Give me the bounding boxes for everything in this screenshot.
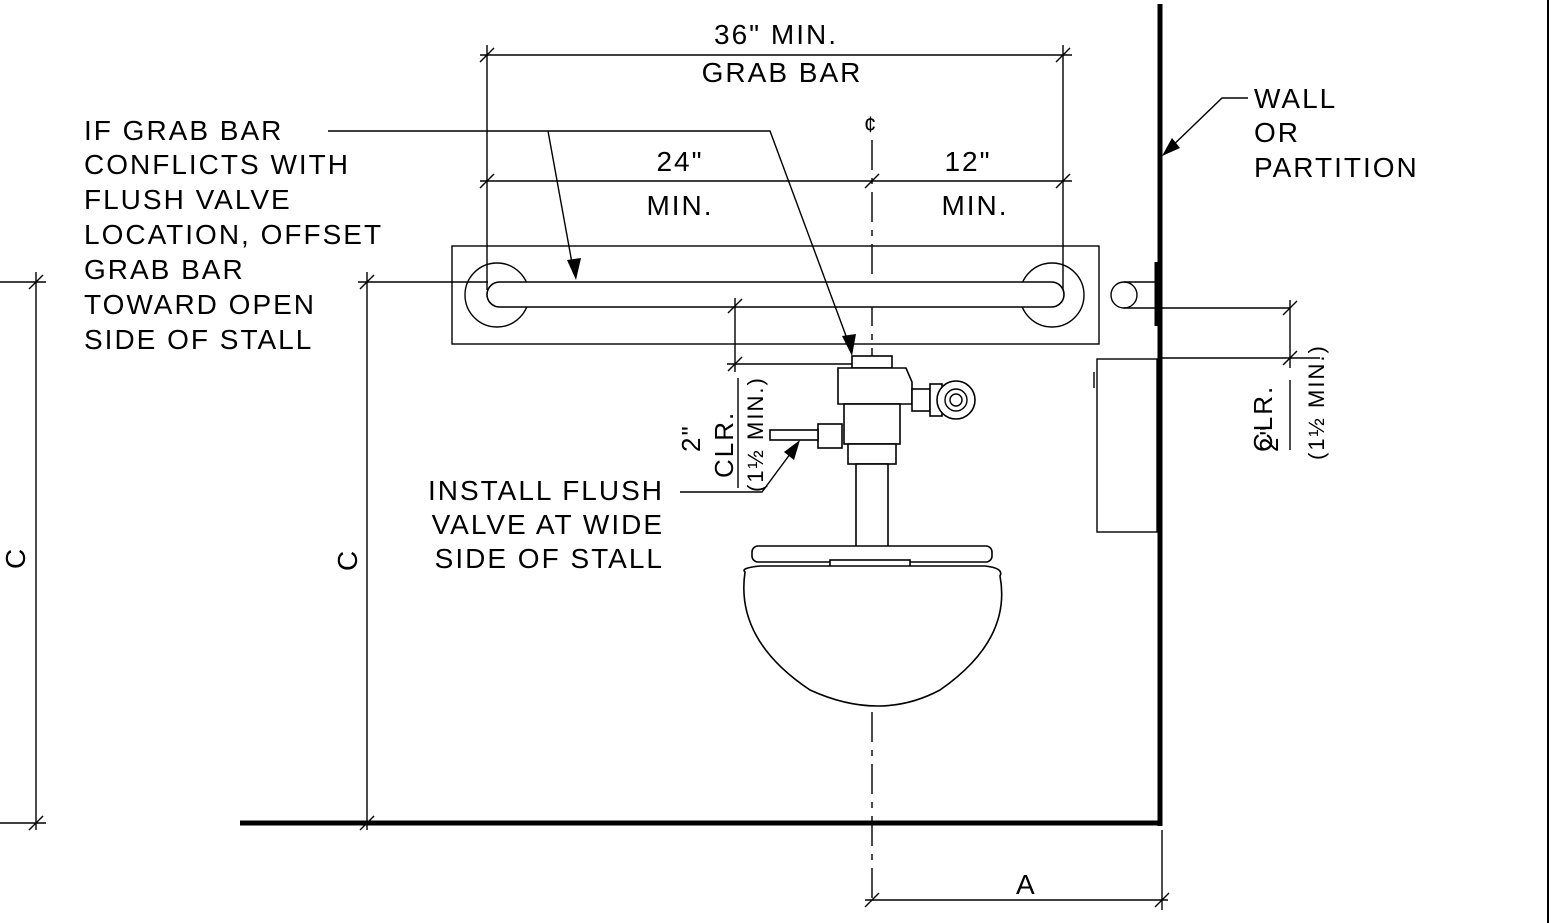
right-segment-label: MIN. <box>941 190 1008 221</box>
dimension-grab-bar-length: 36" MIN. GRAB BAR <box>479 19 1072 290</box>
note-conflict-line-3: FLUSH VALVE <box>84 184 292 215</box>
note-grab-bar-conflict: IF GRAB BAR CONFLICTS WITH FLUSH VALVE L… <box>84 115 856 356</box>
note-conflict-line-4: LOCATION, OFFSET <box>84 219 383 250</box>
dimension-grab-bar-split: 24" MIN. 12" MIN. <box>479 146 1072 221</box>
note-conflict-line-1: IF GRAB BAR <box>84 115 283 146</box>
note-wall-line-3: PARTITION <box>1254 152 1419 183</box>
dimension-height-left: C <box>0 272 46 831</box>
note-wall-line-1: WALL <box>1254 83 1337 114</box>
note-conflict-line-7: SIDE OF STALL <box>84 324 313 355</box>
clearance-left-min: (1½ MIN.) <box>743 376 768 492</box>
dimension-height-inner: C <box>332 272 488 831</box>
clearance-left-value: 2" <box>676 424 706 452</box>
grab-bar-length-value: 36" MIN. <box>714 19 838 50</box>
right-segment-value: 12" <box>944 146 991 177</box>
note-wall: WALL OR PARTITION <box>1162 83 1419 183</box>
note-conflict-line-5: GRAB BAR <box>84 254 245 285</box>
note-conflict-line-6: TOWARD OPEN <box>84 289 316 320</box>
flush-valve <box>769 355 976 550</box>
note-flush-valve: INSTALL FLUSH VALVE AT WIDE SIDE OF STAL… <box>428 440 800 574</box>
wall-partition <box>240 4 1163 826</box>
dimension-offset-bottom: A <box>864 830 1170 910</box>
centerline-symbol: ¢ <box>864 112 878 137</box>
clearance-right-min: (1½ MIN.) <box>1304 344 1329 460</box>
grab-bar <box>451 245 1100 345</box>
dimension-clearance-left: 2" CLR. (1½ MIN.) <box>676 298 852 492</box>
note-flush-line-3: SIDE OF STALL <box>435 543 664 574</box>
note-flush-line-1: INSTALL FLUSH <box>428 475 664 506</box>
left-segment-value: 24" <box>656 146 703 177</box>
partition-box <box>1093 358 1158 533</box>
note-flush-line-2: VALVE AT WIDE <box>432 509 664 540</box>
grab-bar-length-label: GRAB BAR <box>702 57 863 88</box>
clearance-left-label: CLR. <box>709 411 739 478</box>
clearance-right-value: 2" <box>1254 424 1284 452</box>
left-segment-label: MIN. <box>646 190 713 221</box>
clearance-right-label: CLR. <box>1248 385 1278 452</box>
height-left-label: C <box>0 547 31 569</box>
offset-bottom-label: A <box>1016 869 1037 900</box>
side-grab-bar-section <box>1110 281 1290 309</box>
height-inner-label: C <box>332 549 363 571</box>
note-wall-line-2: OR <box>1254 117 1300 148</box>
note-conflict-line-2: CONFLICTS WITH <box>84 149 350 180</box>
urinal-fixture <box>743 545 1003 707</box>
dimension-clearance-right: 2" CLR. (1½ MIN.) <box>1160 300 1329 460</box>
